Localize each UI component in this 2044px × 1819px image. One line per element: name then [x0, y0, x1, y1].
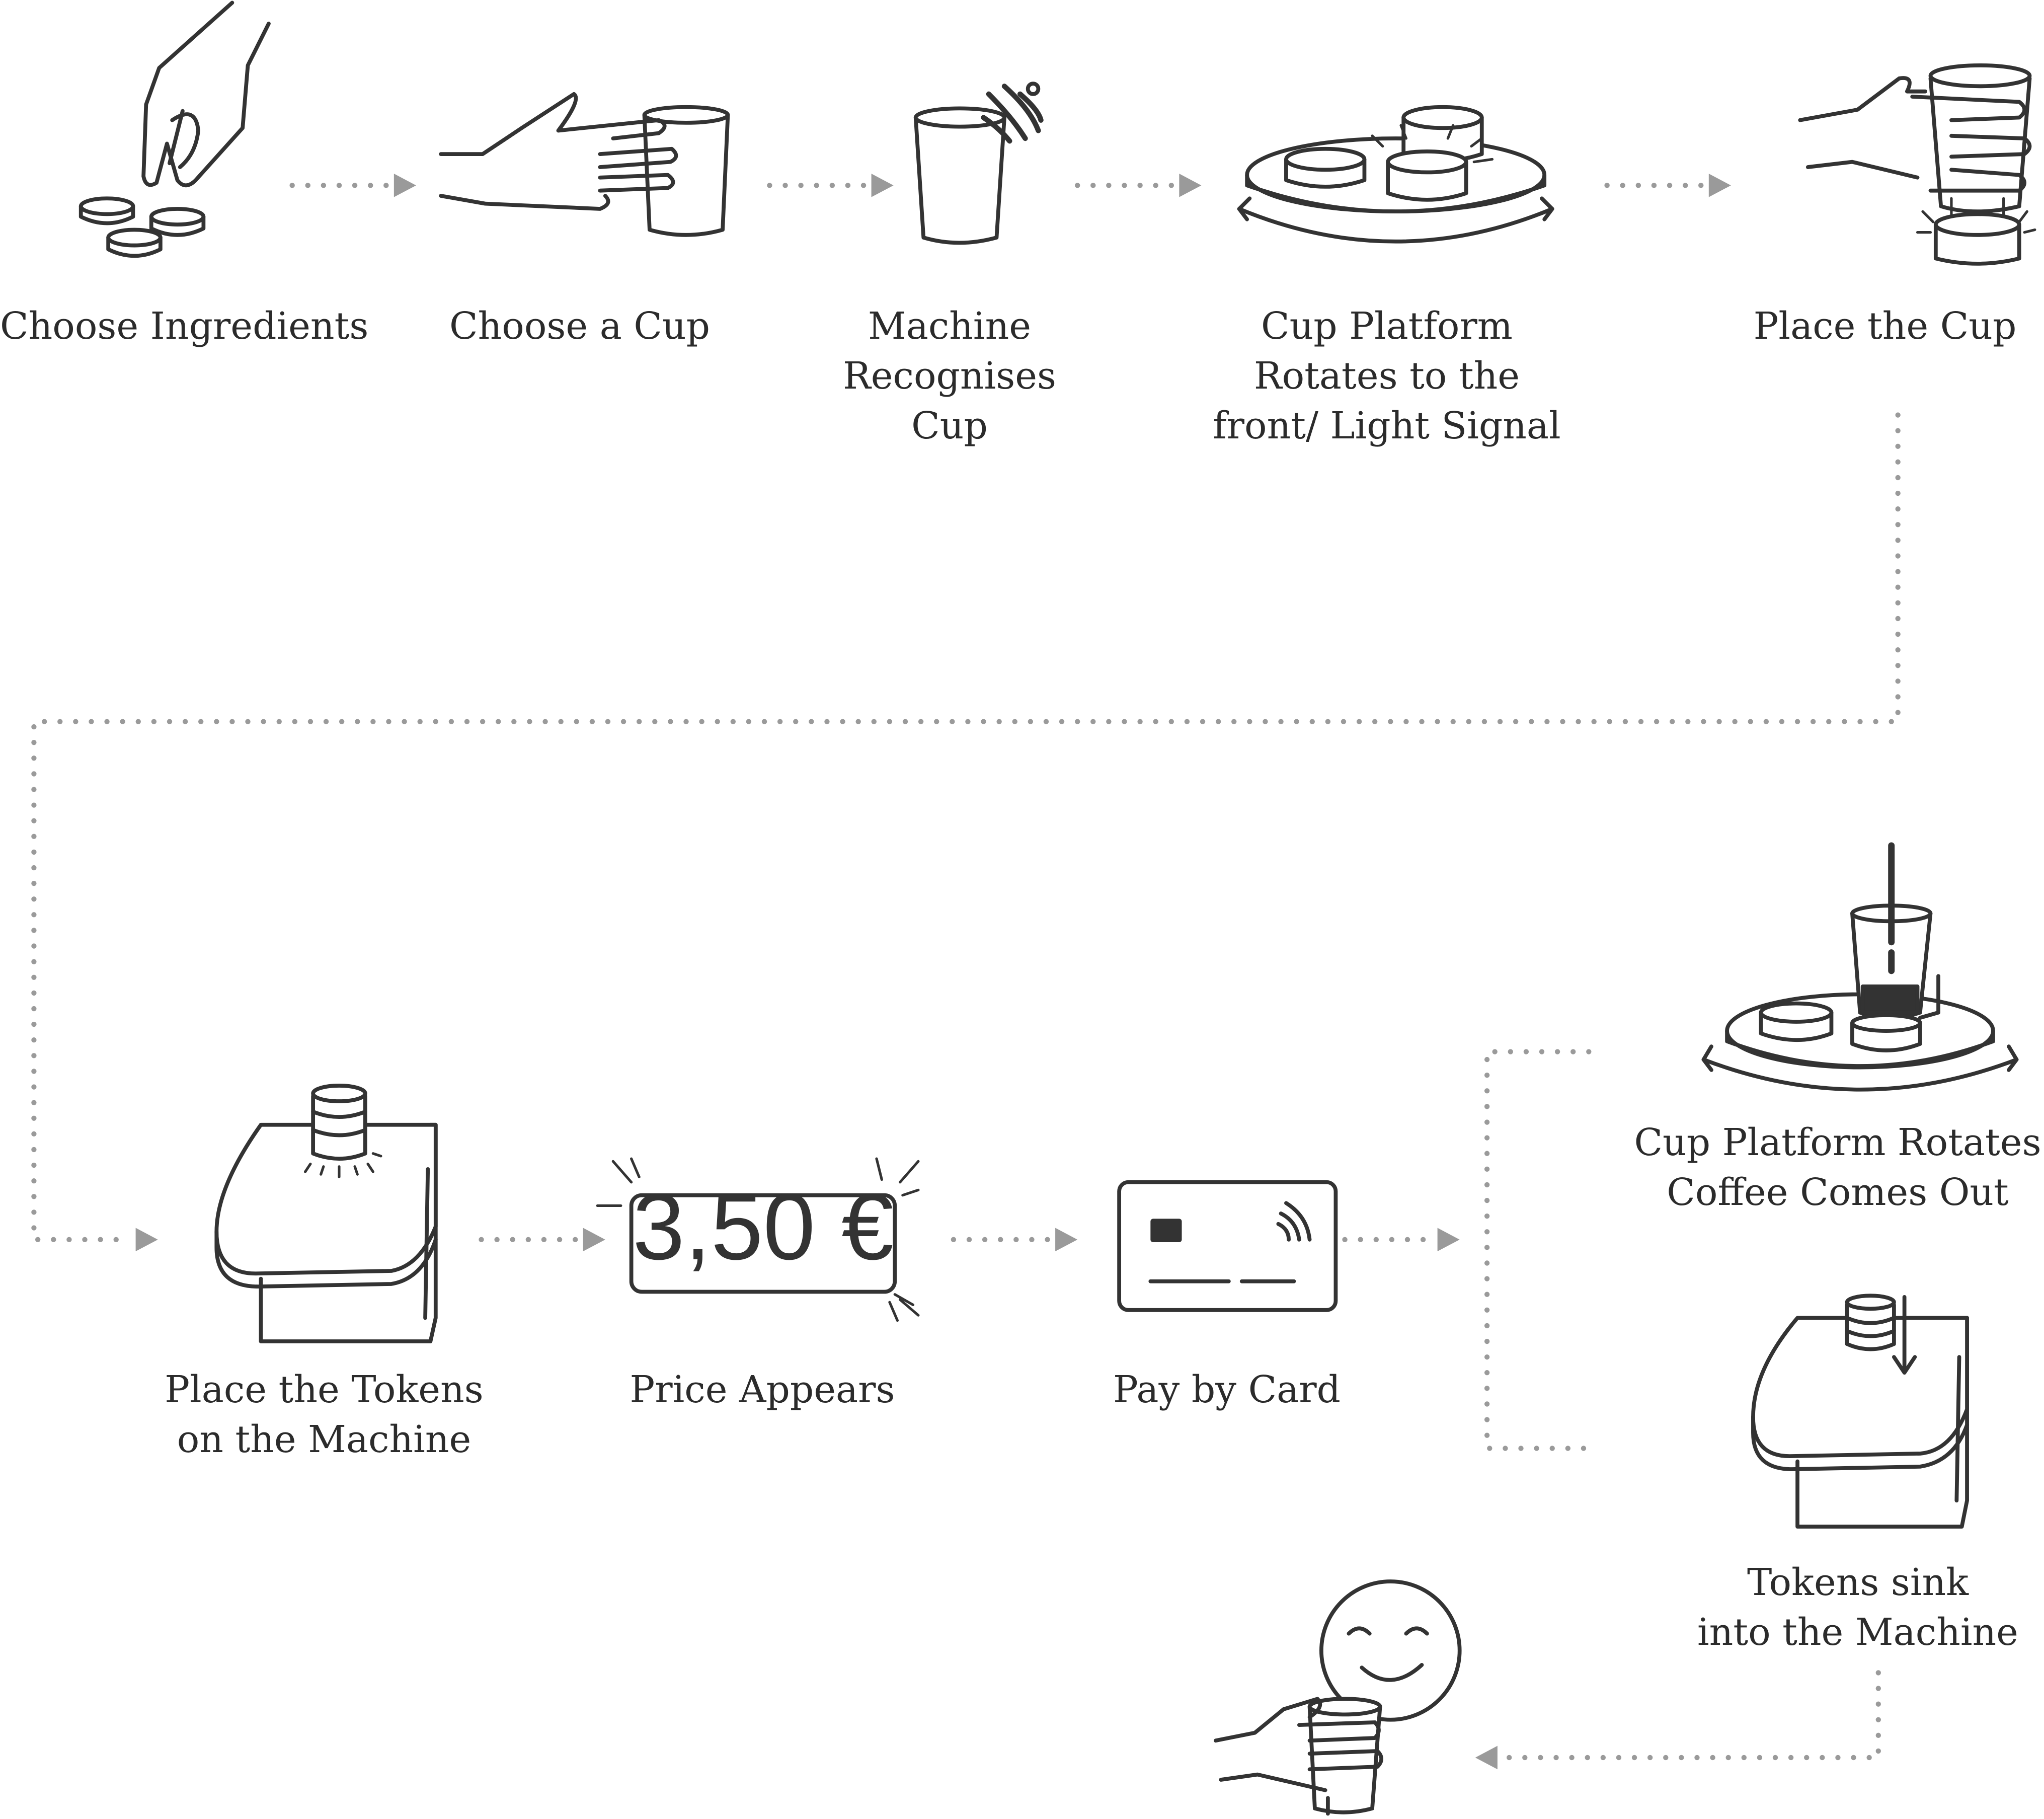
label-line: Pay by Card — [1113, 1368, 1341, 1411]
hand-holding-cup-icon — [439, 92, 730, 237]
label-line: Price Appears — [630, 1368, 895, 1411]
connector-5-6 — [31, 412, 1901, 1243]
coffee-pouring-platform-icon — [1701, 842, 2019, 1092]
label-line: Cup Platform Rotates — [1634, 1121, 2041, 1164]
label-line: Rotates to the — [1253, 354, 1520, 398]
label-line: Recognises — [843, 354, 1056, 398]
step-label-price-appears: Price Appears — [586, 1365, 938, 1415]
payment-card-icon — [1117, 1180, 1338, 1312]
label-line: Machine — [868, 305, 1032, 348]
price-display-icon: 3,50 € — [596, 1157, 920, 1322]
hand-placing-cup-icon — [1798, 63, 2036, 266]
step-label-tokens-sink: Tokens sink into the Machine — [1657, 1558, 2044, 1657]
step-label-place-tokens: Place the Tokens on the Machine — [148, 1365, 500, 1465]
label-line: front/ Light Signal — [1213, 404, 1561, 447]
label-line: into the Machine — [1697, 1611, 2018, 1654]
step-label-choose-ingredients: Choose Ingredients — [0, 301, 369, 351]
tokens-sinking-icon — [1751, 1294, 1969, 1529]
label-line: on the Machine — [177, 1418, 471, 1461]
step-label-pay-by-card: Pay by Card — [1051, 1365, 1403, 1415]
step-label-coffee-out: Cup Platform Rotates Coffee Comes Out — [1631, 1118, 2044, 1218]
label-line: Cup Platform — [1261, 305, 1513, 348]
label-line: Place the Tokens — [165, 1368, 484, 1411]
label-line: Coffee Comes Out — [1667, 1171, 2009, 1214]
rotating-platform-light-icon — [1237, 105, 1554, 244]
connectors — [31, 183, 1901, 1761]
connector-branch-top — [1484, 1049, 1592, 1451]
cup-recognition-icon — [913, 82, 1044, 245]
happy-customer-icon — [1214, 1579, 1462, 1816]
step-label-place-cup: Place the Cup — [1749, 301, 2021, 351]
label-line: Choose a Cup — [449, 305, 710, 348]
step-label-platform-rotates: Cup Platform Rotates to the front/ Light… — [1186, 301, 1588, 451]
label-line: Place the Cup — [1753, 305, 2017, 348]
label-line: Choose Ingredients — [0, 305, 369, 348]
tokens-on-machine-icon — [214, 1084, 438, 1343]
hand-picking-tokens-icon — [78, 1, 271, 258]
label-line: Cup — [911, 404, 988, 447]
step-label-recognises-cup: Machine Recognises Cup — [799, 301, 1100, 451]
step-label-choose-cup: Choose a Cup — [429, 301, 731, 351]
arrowheads — [135, 173, 1731, 1770]
label-line: Tokens sink — [1747, 1561, 1969, 1604]
price-value: 3,50 € — [633, 1174, 894, 1279]
connector-to-customer — [1495, 1670, 1881, 1761]
